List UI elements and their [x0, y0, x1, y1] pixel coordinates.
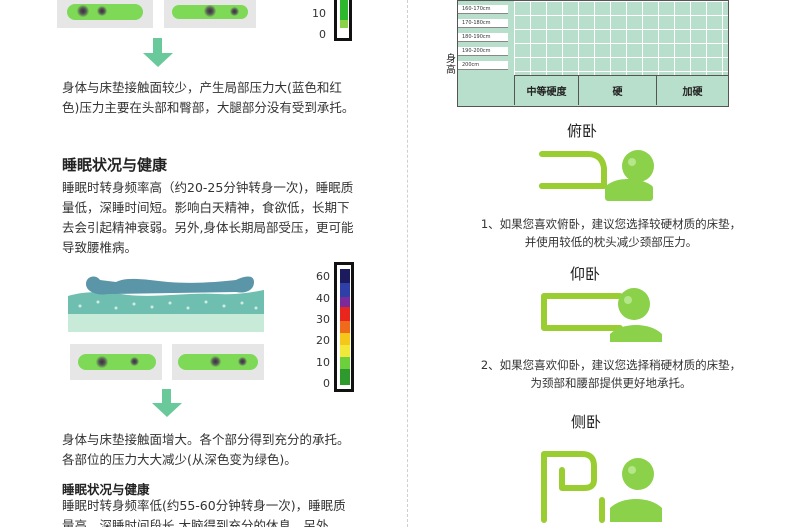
- pose-title-prone: 俯卧: [567, 122, 598, 140]
- section-body: 睡眠时转身频率低(约55-60分钟转身一次)，睡眠质 量高，深睡时间段长 大脑得…: [62, 498, 346, 527]
- down-arrow-icon: [162, 389, 171, 404]
- pose-title-supine: 仰卧: [570, 265, 601, 283]
- grid-area: [514, 1, 728, 75]
- pressure-scale-bar: [334, 0, 352, 41]
- scale-label: 20: [316, 334, 330, 347]
- scale-label: 0: [319, 28, 326, 41]
- mattress-illustration: [68, 276, 264, 332]
- pose-tip-prone: 1、如果您喜欢俯卧，建议您选择较硬材质的床垫， 并使用较低的枕头减少颈部压力。: [480, 217, 742, 249]
- supine-pose-icon: [541, 288, 662, 342]
- table-row-label: 190-200cm: [458, 47, 508, 56]
- description-paragraph: 身体与床垫接触面增大。各个部分得到充分的承托。 各部位的压力大大减少(从深色变为…: [62, 432, 350, 467]
- section-body: 睡眠时转身频率高（约20-25分钟转身一次)，睡眠质 量低，深睡时间短。影响白天…: [62, 180, 354, 255]
- scale-label: 30: [316, 313, 330, 326]
- pressure-map-image-1: [57, 0, 153, 28]
- table-row-label: 180-190cm: [458, 33, 508, 42]
- scale-label: 10: [316, 356, 330, 369]
- pressure-map-image-4: [172, 344, 264, 380]
- down-arrow-icon: [153, 38, 162, 53]
- column-header: 加硬: [656, 75, 728, 105]
- table-row-label: 170-180cm: [458, 19, 508, 28]
- prone-pose-icon: [539, 150, 654, 201]
- scale-label: 60: [316, 270, 330, 283]
- pressure-map-image-3: [70, 344, 162, 380]
- scale-label: 10: [312, 7, 326, 20]
- column-divider: [407, 0, 408, 527]
- firmness-table: 160-170cm 170-180cm 180-190cm 190-200cm …: [457, 0, 729, 107]
- column-header: 硬: [578, 75, 656, 105]
- pressure-map-image-2: [164, 0, 256, 28]
- table-row-label: 160-170cm: [458, 5, 508, 14]
- table-row-label: 200cm: [458, 61, 508, 70]
- section-heading: 睡眠状况与健康: [62, 156, 168, 174]
- pose-tip-supine: 2、如果您喜欢仰卧，建议您选择稍硬材质的床垫， 为颈部和腰部提供更好地承托。: [480, 358, 742, 390]
- height-axis-label: 身高: [446, 54, 456, 76]
- description-paragraph: 身体与床垫接触面较少，产生局部压力大(蓝色和红 色)压力主要在头部和臀部，大腿部…: [62, 80, 355, 115]
- down-arrow-head-icon: [143, 53, 173, 67]
- column-header: 中等硬度: [514, 75, 578, 105]
- pressure-scale-bar: [334, 262, 354, 392]
- section-heading: 睡眠状况与健康: [62, 482, 150, 497]
- scale-label: 0: [323, 377, 330, 390]
- down-arrow-head-icon: [152, 403, 182, 417]
- scale-label: 40: [316, 292, 330, 305]
- pose-title-side: 侧卧: [571, 413, 602, 431]
- side-pose-icon: [541, 451, 662, 523]
